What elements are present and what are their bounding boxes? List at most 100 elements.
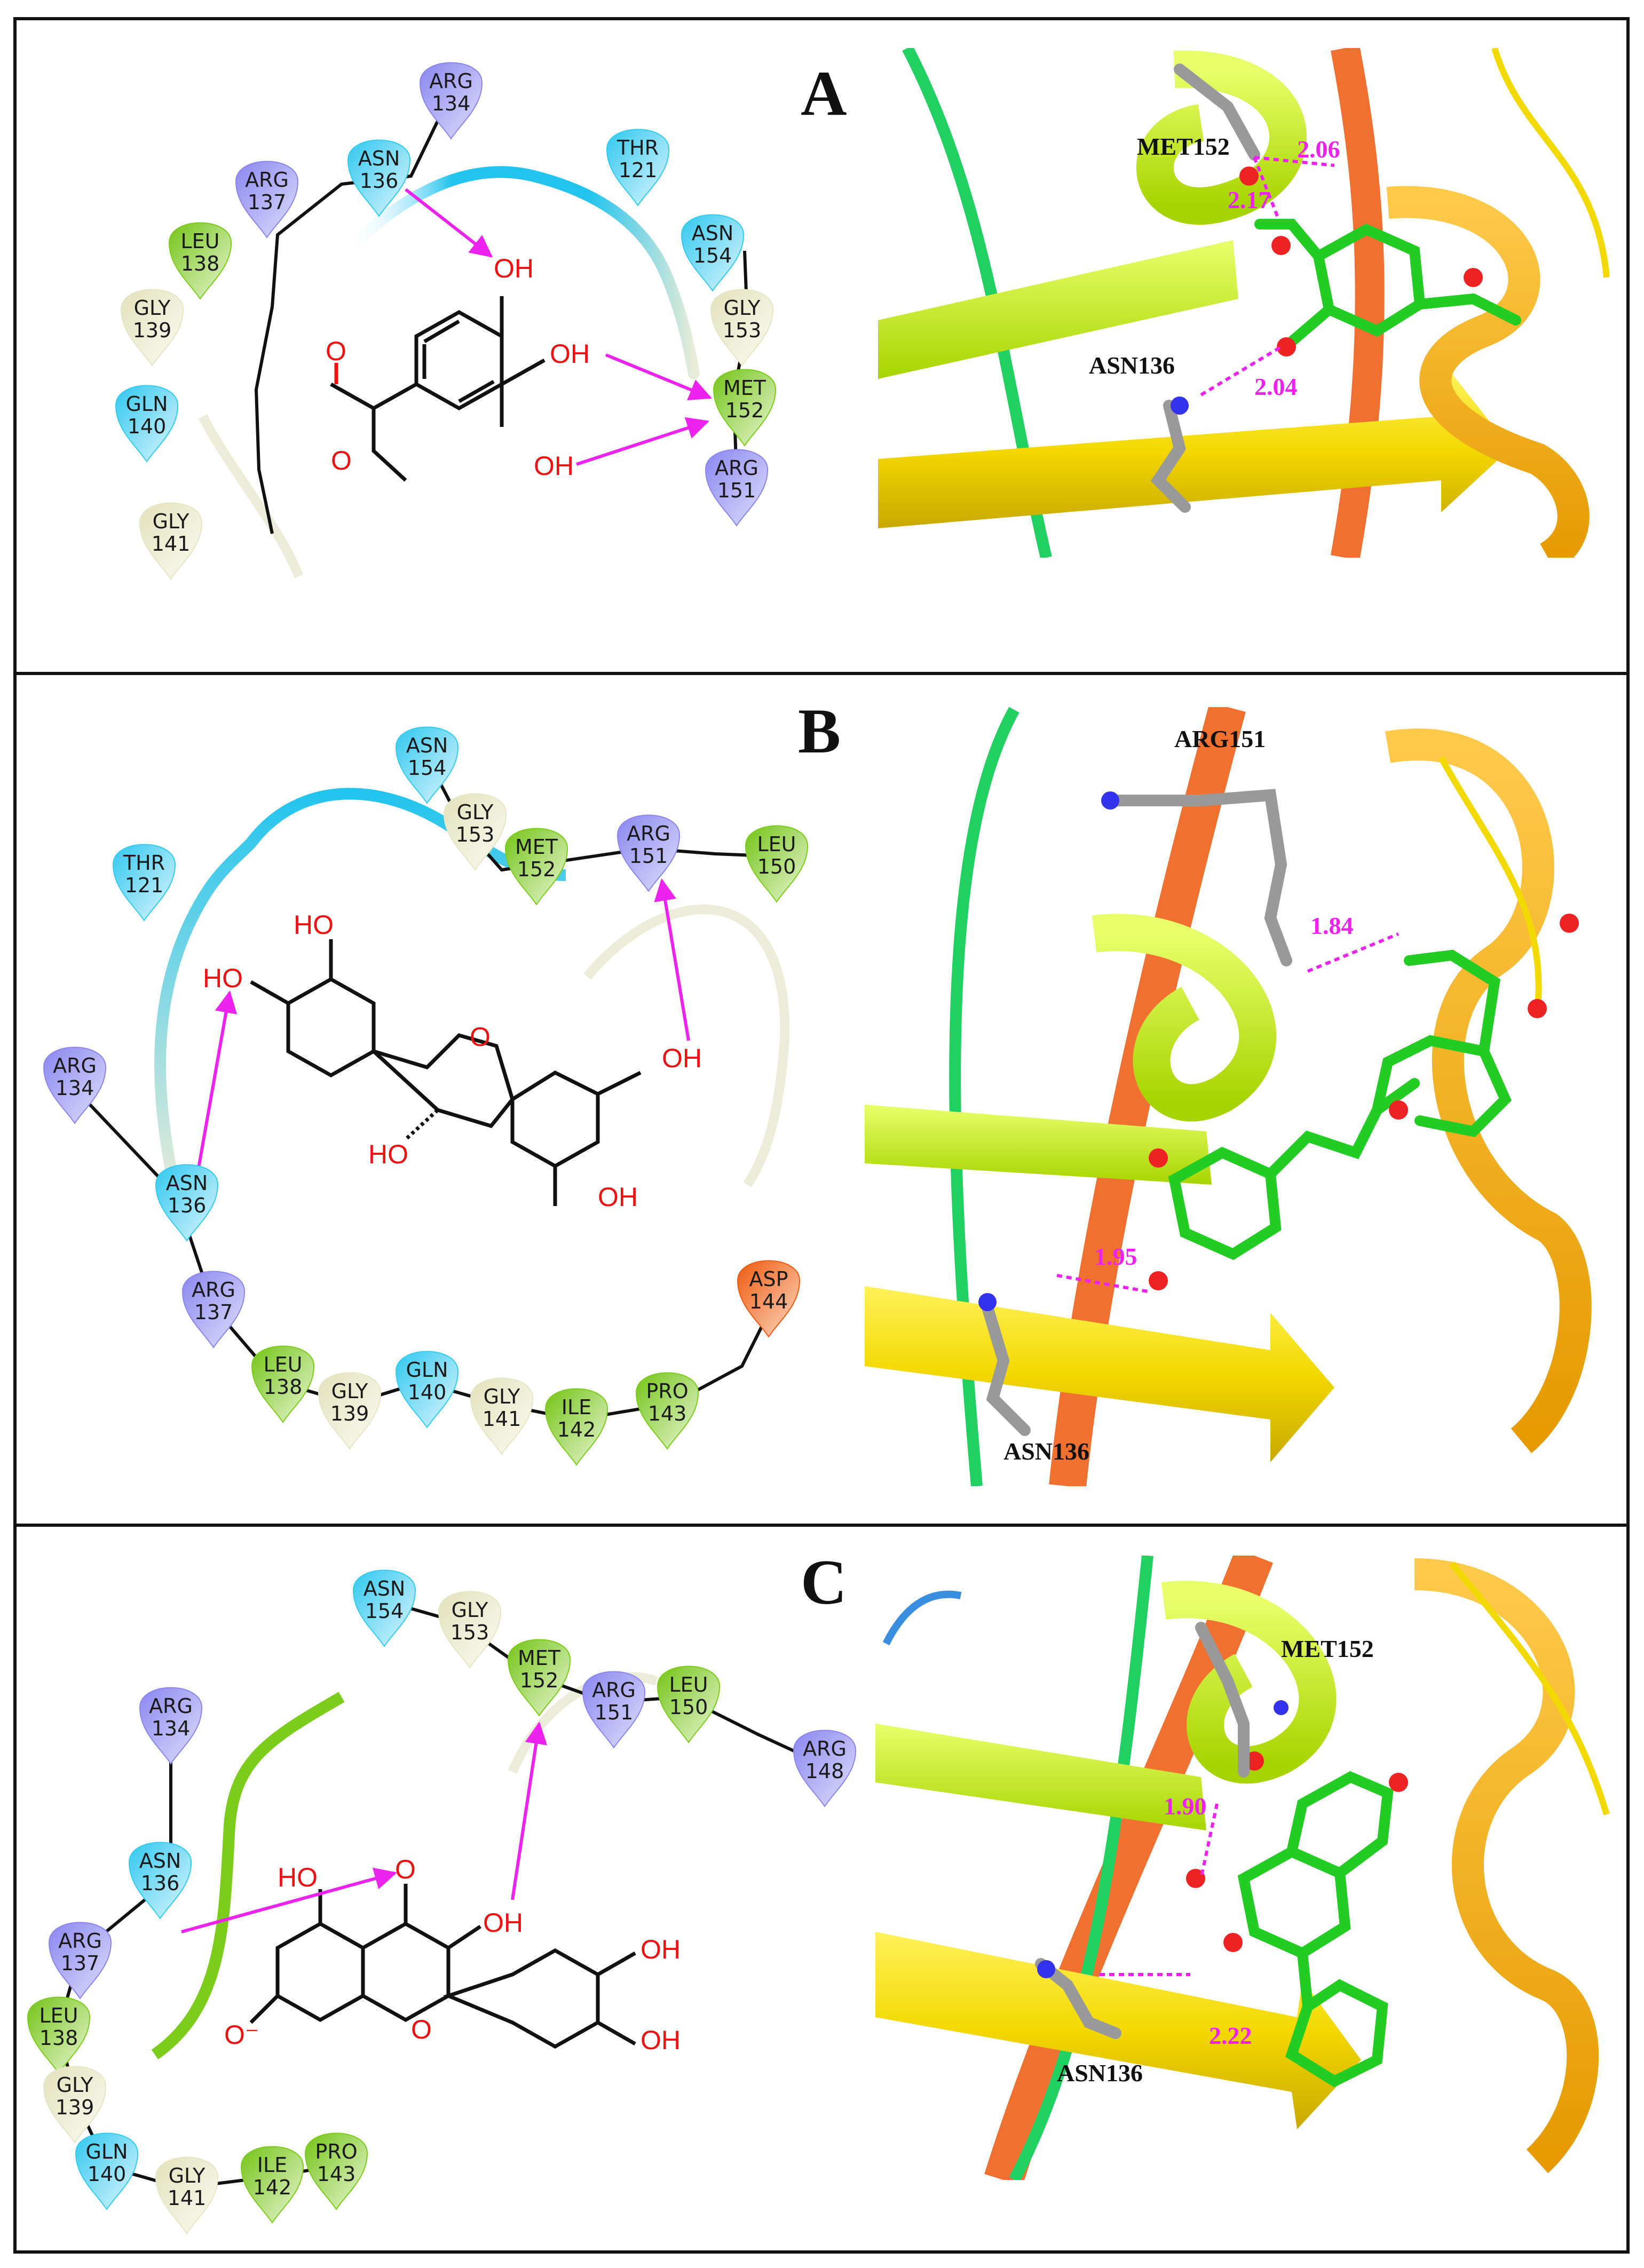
residue-name: ARG	[592, 1678, 636, 1702]
residue-number: 151	[717, 479, 756, 502]
residue-number: 138	[181, 252, 220, 275]
residue-name: ILE	[562, 1395, 591, 1419]
residue-name: ARG	[58, 1929, 102, 1953]
residue-name: ARG	[715, 456, 758, 480]
ligand-structure	[250, 939, 642, 1206]
residue-glyph	[240, 2146, 304, 2224]
residue-number: 137	[194, 1300, 233, 1324]
pocket-outline	[151, 1692, 345, 2060]
residue-glyph	[395, 726, 459, 804]
residue-name: ARG	[245, 168, 289, 192]
atom-label: OH	[483, 1908, 523, 1938]
residue-name: MET	[518, 1646, 561, 1670]
residue-number: 137	[248, 191, 287, 214]
residue-name: MET	[515, 835, 558, 859]
residue-number: 153	[723, 319, 762, 342]
residue-glyph	[713, 369, 777, 447]
atom-label: HO	[203, 963, 243, 993]
residue-glyph	[793, 1730, 857, 1807]
residue-number: 148	[805, 1759, 844, 1783]
residue-glyph	[347, 139, 411, 217]
residue-name: GLN	[85, 2140, 128, 2163]
residue-number: 138	[39, 2026, 78, 2050]
atom-label: OH	[641, 1934, 681, 1964]
residue-name: ARG	[53, 1054, 97, 1077]
atom-label: OH	[550, 339, 590, 369]
residue-glyph	[115, 385, 179, 463]
residue-glyph	[120, 289, 184, 367]
residue-glyph	[27, 1996, 91, 2074]
panel-a: A OH OH OH O O	[115, 48, 1609, 580]
residue-name: ASN	[363, 1577, 406, 1600]
residue-number: 140	[88, 2162, 127, 2186]
pocket-outline	[154, 788, 566, 1197]
ribbon-3d-view: ARG151 ASN136 1.84 1.95	[865, 707, 1596, 1486]
residue-glyph	[235, 161, 299, 239]
residue-name: GLY	[452, 1598, 489, 1622]
hbond-arrow	[605, 353, 712, 401]
residue-glyph	[139, 502, 203, 580]
atom-label: OH	[494, 253, 534, 283]
atom-label: O	[395, 1854, 416, 1884]
residue-glyph	[438, 1591, 502, 1669]
atom-label: O	[411, 2015, 432, 2044]
hbond-distance: 2.22	[1209, 2022, 1252, 2049]
residue-asn-136: ASN136	[347, 139, 411, 217]
residue-number: 152	[725, 399, 764, 422]
residue-name: ARG	[149, 1694, 193, 1718]
residue-name: THR	[616, 136, 659, 160]
residue-number: 153	[456, 823, 495, 846]
residue-asn-136: ASN136	[128, 1842, 192, 1920]
residue-glyph	[710, 289, 774, 367]
atom-label: O	[331, 446, 352, 475]
residue-number: 154	[365, 1599, 404, 1623]
residue-glyph	[745, 825, 809, 903]
residue-glyph	[635, 1372, 699, 1450]
residue-name: LEU	[264, 1353, 303, 1376]
hbond-distance: 1.90	[1164, 1793, 1207, 1820]
residue-label-3d: MET152	[1281, 1635, 1374, 1662]
residue-glyph	[155, 1164, 219, 1242]
residue-glyph	[582, 1671, 646, 1749]
residue-name: GLY	[153, 510, 190, 533]
atom-label: HO	[278, 1862, 318, 1892]
panel-letter: C	[801, 1547, 847, 1617]
residue-name: GLN	[125, 392, 168, 416]
hbond-distance: 2.04	[1254, 373, 1298, 400]
residue-glyph	[112, 844, 176, 922]
residue-name: LEU	[669, 1673, 708, 1696]
residue-glyph	[139, 1687, 203, 1765]
residue-number: 139	[330, 1402, 369, 1425]
residue-glyph	[504, 828, 568, 906]
backbone-chain	[732, 250, 749, 481]
residue-number: 151	[629, 844, 668, 868]
atom-label: HO	[368, 1139, 408, 1169]
residue-name: PRO	[315, 2140, 357, 2163]
residue-met-152: MET152	[507, 1639, 571, 1717]
